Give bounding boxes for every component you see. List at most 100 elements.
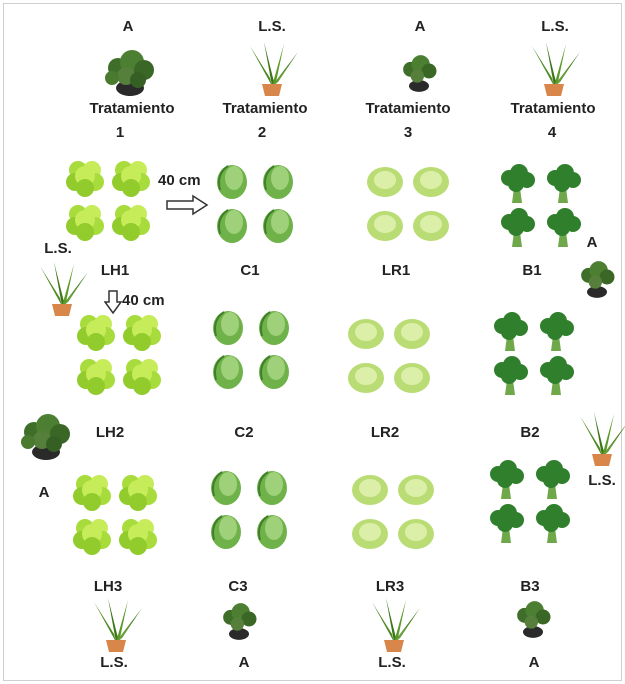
round-lettuce-icon	[411, 160, 451, 200]
horizontal-spacing-label: 40 cm	[158, 172, 201, 189]
bottom-plant-code-3: L.S.	[378, 654, 406, 671]
snake-plant-icon	[362, 594, 426, 654]
cabbage-icon	[212, 160, 252, 200]
snake-plant-icon	[522, 38, 586, 98]
plot-lr3-crops	[350, 468, 440, 554]
broccoli-icon	[490, 312, 530, 352]
arrow-right-icon	[165, 194, 209, 216]
plot-c1-crops	[212, 160, 302, 246]
plot-label-lr2: LR2	[371, 424, 399, 441]
plot-lh1-crops	[65, 158, 155, 244]
bottom-plant-code-4: A	[529, 654, 540, 671]
treatment-3-number: 3	[404, 124, 412, 141]
plot-label-c1: C1	[240, 262, 259, 279]
round-lettuce-icon	[346, 356, 386, 396]
plot-label-c2: C2	[234, 424, 253, 441]
round-lettuce-icon	[411, 204, 451, 244]
leaf-lettuce-icon	[72, 516, 112, 556]
plot-c2-crops	[208, 306, 298, 392]
plot-label-c3: C3	[228, 578, 247, 595]
plot-lr2-crops	[346, 312, 436, 398]
aromatic-plant-icon	[392, 46, 446, 96]
plot-label-b1: B1	[522, 262, 541, 279]
snake-plant-icon	[84, 594, 148, 654]
plot-label-b2: B2	[520, 424, 539, 441]
cabbage-icon	[252, 510, 292, 550]
round-lettuce-icon	[392, 312, 432, 352]
cabbage-icon	[212, 204, 252, 244]
round-lettuce-icon	[365, 160, 405, 200]
snake-plant-icon	[570, 408, 625, 468]
treatment-4-number: 4	[548, 124, 556, 141]
broccoli-icon	[486, 460, 526, 500]
round-lettuce-icon	[346, 312, 386, 352]
cabbage-icon	[206, 466, 246, 506]
plot-b3-crops	[486, 460, 576, 546]
broccoli-icon	[536, 312, 576, 352]
aromatic-plant-icon	[212, 594, 266, 644]
broccoli-icon	[536, 356, 576, 396]
plot-label-lh1: LH1	[101, 262, 129, 279]
cabbage-icon	[258, 204, 298, 244]
broccoli-icon	[543, 164, 583, 204]
snake-plant-icon	[240, 38, 304, 98]
plot-label-lr1: LR1	[382, 262, 410, 279]
leaf-lettuce-icon	[118, 516, 158, 556]
lh2-side-plant-code: A	[39, 484, 50, 501]
broccoli-icon	[497, 208, 537, 248]
treatment-2-plant-code: L.S.	[258, 18, 286, 35]
round-lettuce-icon	[350, 468, 390, 508]
broccoli-icon	[532, 460, 572, 500]
aromatic-plant-icon	[570, 252, 624, 302]
plot-lr1-crops	[365, 160, 455, 246]
broccoli-icon	[532, 504, 572, 544]
plot-label-lh2: LH2	[96, 424, 124, 441]
plot-lh2-crops	[76, 312, 166, 398]
leaf-lettuce-icon	[76, 312, 116, 352]
cabbage-icon	[252, 466, 292, 506]
cabbage-icon	[254, 350, 294, 390]
cabbage-icon	[258, 160, 298, 200]
round-lettuce-icon	[365, 204, 405, 244]
cabbage-icon	[208, 306, 248, 346]
plot-lh3-crops	[72, 472, 162, 558]
leaf-lettuce-icon	[76, 356, 116, 396]
leaf-lettuce-icon	[111, 202, 151, 242]
treatment-1-plant-code: A	[123, 18, 134, 35]
leaf-lettuce-icon	[65, 158, 105, 198]
arrow-down-icon	[104, 290, 122, 314]
treatment-2-title: Tratamiento	[222, 100, 307, 117]
cabbage-icon	[254, 306, 294, 346]
plot-b2-crops	[490, 312, 580, 398]
bottom-plant-code-2: A	[239, 654, 250, 671]
treatment-4-title: Tratamiento	[510, 100, 595, 117]
treatment-3-plant-code: A	[415, 18, 426, 35]
cabbage-icon	[208, 350, 248, 390]
treatment-3-title: Tratamiento	[365, 100, 450, 117]
treatment-1-number: 1	[116, 124, 124, 141]
aromatic-plant-icon	[14, 404, 78, 464]
plot-b1-crops	[497, 164, 587, 250]
round-lettuce-icon	[396, 468, 436, 508]
plot-c3-crops	[206, 466, 296, 552]
broccoli-icon	[486, 504, 526, 544]
treatment-1-title: Tratamiento	[89, 100, 174, 117]
round-lettuce-icon	[350, 512, 390, 552]
vertical-spacing-label: 40 cm	[122, 292, 165, 309]
treatment-4-plant-code: L.S.	[541, 18, 569, 35]
round-lettuce-icon	[392, 356, 432, 396]
round-lettuce-icon	[396, 512, 436, 552]
leaf-lettuce-icon	[122, 356, 162, 396]
leaf-lettuce-icon	[118, 472, 158, 512]
snake-plant-icon	[30, 258, 94, 318]
aromatic-plant-icon	[506, 592, 560, 642]
broccoli-icon	[490, 356, 530, 396]
broccoli-icon	[497, 164, 537, 204]
leaf-lettuce-icon	[72, 472, 112, 512]
leaf-lettuce-icon	[122, 312, 162, 352]
treatment-2-number: 2	[258, 124, 266, 141]
cabbage-icon	[206, 510, 246, 550]
broccoli-icon	[543, 208, 583, 248]
aromatic-plant-icon	[98, 40, 162, 100]
